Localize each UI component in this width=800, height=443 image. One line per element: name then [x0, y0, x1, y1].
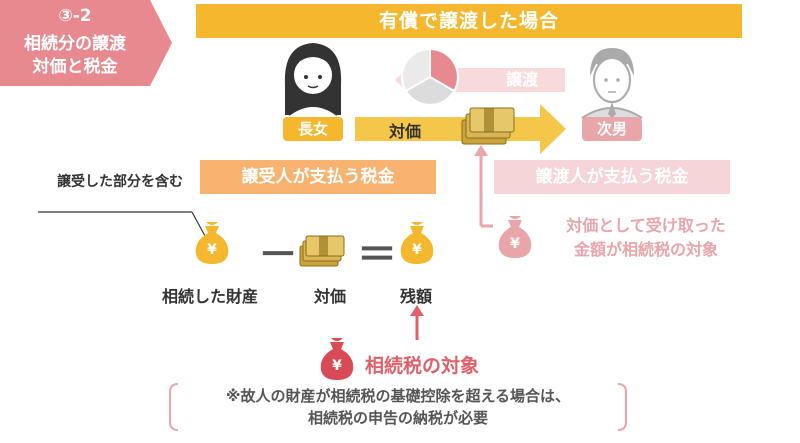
consideration-term-label: 対価: [313, 287, 346, 306]
inherited-assets-label: 相続した財産: [161, 287, 258, 306]
cash-bundle-icon: [461, 107, 515, 145]
yen-bag-icon: ¥: [498, 216, 532, 258]
footnote-line2: 相続税の申告の納税が必要: [307, 409, 488, 427]
transferee-tax-heading: 譲受人が支払う税金: [200, 160, 436, 194]
transferor-tax-heading: 譲渡人が支払う税金: [494, 160, 730, 194]
section-badge: ③-2 相続分の譲渡 対価と税金: [0, 0, 172, 86]
badge-number: ③-2: [58, 6, 92, 26]
yen-bag-icon: ¥: [400, 222, 434, 264]
minus-sign: －: [258, 232, 298, 278]
footnote-line1: ※故人の財産が相続税の基礎控除を超える場合は、: [225, 387, 571, 405]
inheritance-tax-target-label: 相続税の対象: [365, 355, 480, 377]
equals-sign: ＝: [357, 232, 397, 278]
tax-link-arrow: [474, 145, 493, 228]
transferor-note-line2: 金額が相続税の対象: [573, 240, 718, 259]
second-son-avatar: [581, 48, 643, 119]
share-pie-icon: [401, 47, 459, 106]
elder-daughter-avatar: [284, 43, 342, 116]
remainder-label: 残額: [399, 287, 432, 306]
cash-bundle-icon: [299, 235, 345, 267]
yen-bag-icon: ¥: [195, 222, 229, 264]
transferee-note: 譲受した部分を含む: [50, 172, 190, 192]
transferor-note: 対価として受け取った 金額が相続税の対象: [536, 214, 756, 262]
transferee-note-text: 譲受した部分を含む: [57, 174, 183, 190]
second-son-tag: 次男: [582, 117, 642, 141]
footnote: ※故人の財産が相続税の基礎控除を超える場合は、 相続税の申告の納税が必要: [164, 381, 632, 435]
badge-title-line2: 対価と税金: [32, 57, 118, 77]
svg-text:¥: ¥: [510, 236, 520, 252]
consideration-arrow: [355, 104, 566, 154]
consideration-label: 対価: [389, 122, 422, 141]
remainder-arrow: [410, 305, 424, 340]
footnote-bracket: [169, 383, 179, 431]
svg-text:¥: ¥: [412, 242, 422, 258]
transfer-label: 譲渡: [506, 70, 539, 89]
page-title-banner: 有償で譲渡した場合: [196, 4, 742, 38]
yen-bag-icon: ¥: [320, 338, 354, 380]
elder-daughter-tag: 長女: [283, 117, 343, 141]
svg-text:¥: ¥: [332, 358, 342, 374]
transferor-note-line1: 対価として受け取った: [566, 216, 726, 235]
badge-title-line1: 相続分の譲渡: [24, 34, 126, 54]
svg-text:¥: ¥: [207, 242, 217, 258]
